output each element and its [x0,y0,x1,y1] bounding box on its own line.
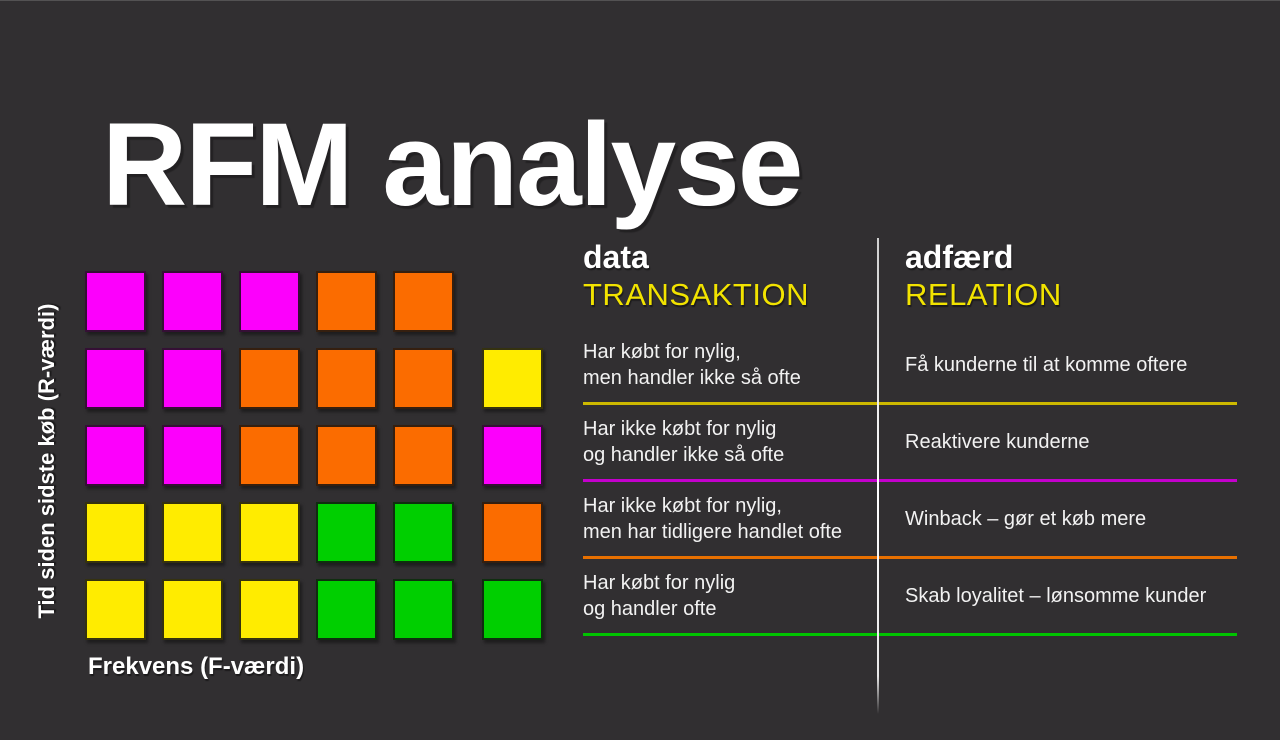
data-cell-line2: og handler ikke så ofte [583,444,785,466]
page-title: RFM analyse [102,99,803,232]
data-cell-line2: men har tidligere handlet ofte [583,521,843,543]
matrix-cell-orange [239,425,300,486]
y-axis-label: Tid siden sidste køb (R-værdi) [34,303,59,619]
rfm-table: data TRANSAKTION adfærd RELATION Har køb… [583,238,1237,714]
matrix-cell-magenta [239,271,300,332]
table-row: Har købt for nylig, men handler ikke så o… [583,328,1237,405]
matrix-cell-orange [393,425,454,486]
behavior-header-label: adfærd [905,239,1014,275]
data-cell: Har købt for nylig, men handler ikke så o… [583,339,878,391]
column-divider [877,238,879,714]
matrix-cell-orange [316,425,377,486]
matrix-cell-magenta [482,425,543,486]
matrix-cell-magenta [162,348,223,409]
table-row: Har ikke købt for nylig og handler ikke s… [583,405,1237,482]
data-cell: Har købt for nylig og handler ofte [583,570,878,622]
data-cell-line2: men handler ikke så ofte [583,367,801,389]
data-subheader-label: TRANSAKTION [583,277,809,312]
data-cell-line2: og handler ofte [583,598,717,620]
behavior-cell: Winback – gør et køb mere [905,508,1147,530]
data-header-label: data [583,239,649,275]
data-cell-line1: Har købt for nylig [583,572,736,594]
table-header: data TRANSAKTION adfærd RELATION [583,238,1237,328]
data-cell-line1: Har købt for nylig, [583,341,741,363]
matrix-cell-magenta [85,271,146,332]
behavior-column-header: adfærd RELATION [878,238,1062,328]
matrix-cell-green [393,579,454,640]
matrix-cell-magenta [162,271,223,332]
data-cell: Har ikke købt for nylig, men har tidliger… [583,493,878,545]
matrix-cell-orange [393,348,454,409]
matrix-cell-yellow [85,579,146,640]
table-rows: Har købt for nylig, men handler ikke så o… [583,328,1237,636]
matrix-cell-green [316,502,377,563]
matrix-cell-yellow [162,579,223,640]
matrix-cell-orange [239,348,300,409]
matrix-cell-green [482,579,543,640]
behavior-cell: Få kunderne til at komme oftere [905,354,1188,376]
matrix-cell-magenta [162,425,223,486]
matrix-cell-yellow [162,502,223,563]
behavior-cell: Skab loyalitet – lønsomme kunder [905,585,1207,607]
matrix-cell-orange [316,271,377,332]
matrix-cell-yellow [239,502,300,563]
matrix-cell-yellow [85,502,146,563]
behavior-subheader-label: RELATION [905,277,1062,312]
matrix-cell-yellow [239,579,300,640]
data-column-header: data TRANSAKTION [583,238,878,328]
matrix-cell-yellow [482,348,543,409]
data-cell-line1: Har ikke købt for nylig [583,418,777,440]
rfm-matrix-grid [85,271,543,640]
matrix-cell-magenta [85,348,146,409]
table-row: Har ikke købt for nylig, men har tidliger… [583,482,1237,559]
data-cell-line1: Har ikke købt for nylig, [583,495,782,517]
matrix-cell-magenta [85,425,146,486]
behavior-cell: Reaktivere kunderne [905,431,1090,453]
data-cell: Har ikke købt for nylig og handler ikke s… [583,416,878,468]
matrix-cell-green [393,502,454,563]
x-axis-label: Frekvens (F-værdi) [88,653,305,680]
matrix-cell-orange [316,348,377,409]
matrix-cell-green [316,579,377,640]
matrix-cell-orange [482,502,543,563]
matrix-cell-orange [393,271,454,332]
table-row: Har købt for nylig og handler ofte Skab lo… [583,559,1237,636]
